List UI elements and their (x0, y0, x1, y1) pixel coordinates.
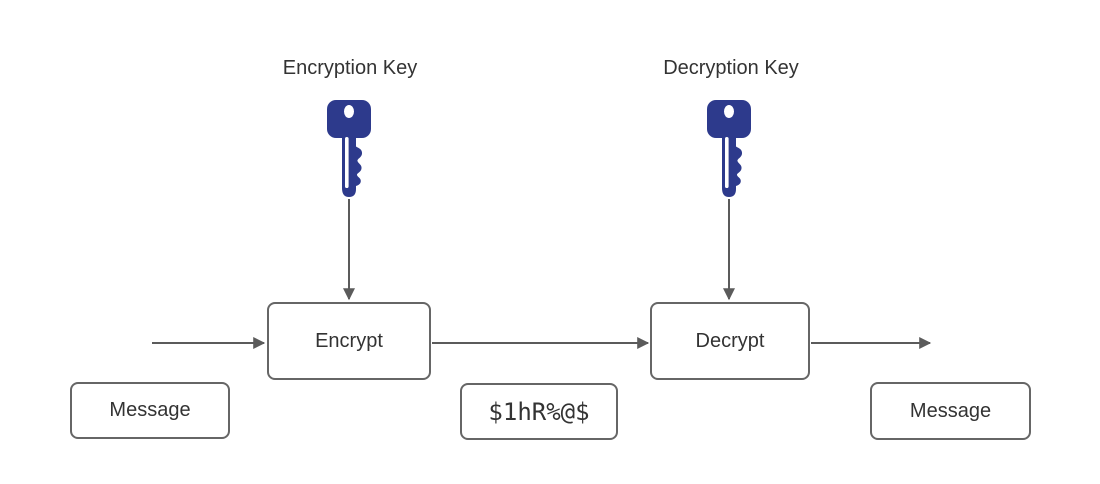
message-out-label: Message (909, 399, 992, 422)
encryption-key-icon (327, 100, 371, 197)
decrypt-box: Decrypt (650, 302, 810, 380)
message-out-box: Message (870, 382, 1031, 440)
decryption-key-icon (707, 100, 751, 197)
decrypt-box-label: Decrypt (695, 329, 765, 352)
encrypt-box: Encrypt (267, 302, 431, 380)
encryption-key-label: Encryption Key (282, 57, 418, 79)
ciphertext-label: $1hR%@$ (488, 397, 590, 426)
message-in-label: Message (109, 399, 191, 421)
message-in-box: Message (70, 382, 230, 439)
decryption-key-label: Decryption Key (663, 57, 799, 79)
encrypt-box-label: Encrypt (315, 329, 383, 352)
ciphertext-box: $1hR%@$ (460, 383, 618, 440)
